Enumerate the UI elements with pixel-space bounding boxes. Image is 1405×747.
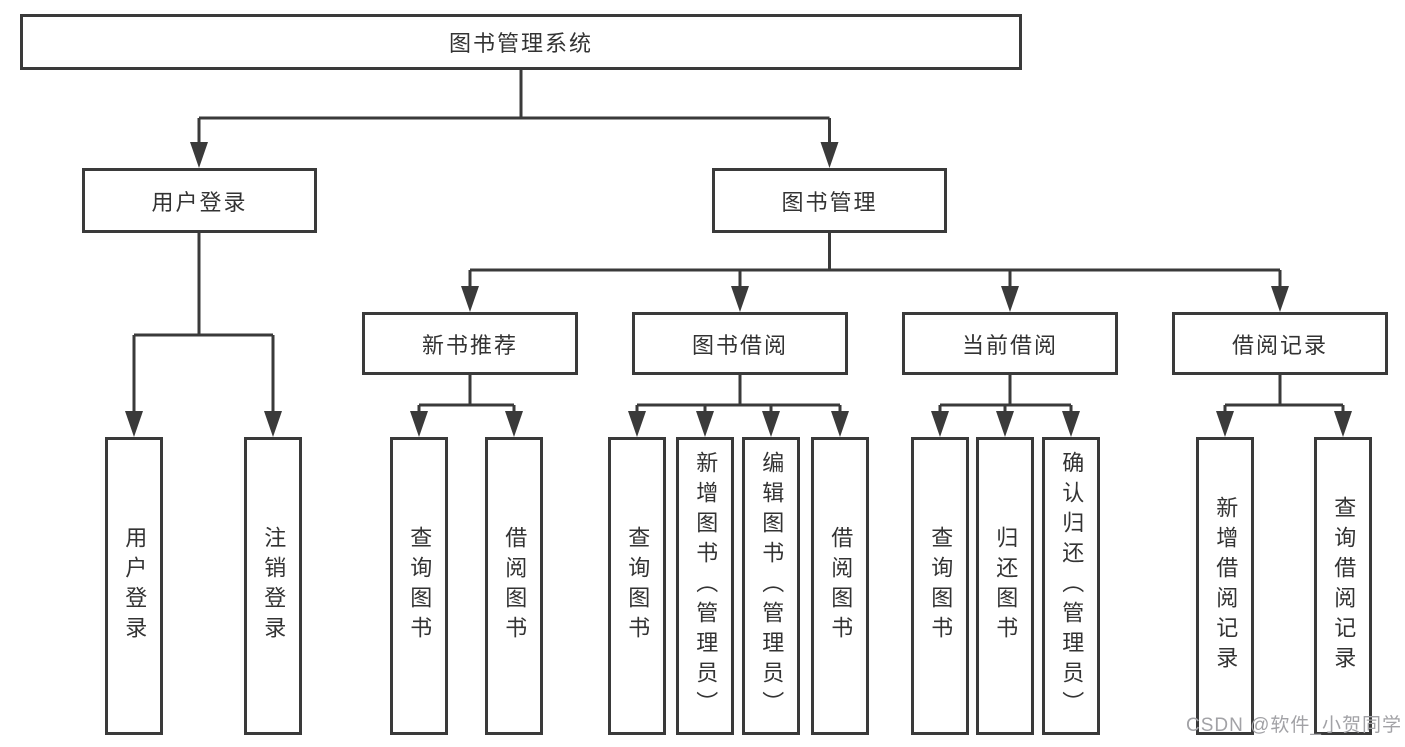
leaf-user-login: 用户登录 <box>105 437 163 735</box>
node-book-borrowing: 图书借阅 <box>632 312 848 375</box>
leaf-borrow-books-borrowing-label: 借阅图书 <box>828 526 854 646</box>
leaf-edit-book-admin-label: 编辑图书（管理员） <box>759 451 785 721</box>
csdn-watermark: CSDN @软件_小贺同学 <box>1186 715 1402 736</box>
node-user-login-label: 用户登录 <box>151 189 248 215</box>
leaf-query-borrow-record-label: 查询借阅记录 <box>1331 496 1357 676</box>
leaf-edit-book-admin: 编辑图书（管理员） <box>742 437 800 735</box>
node-library-system: 图书管理系统 <box>20 14 1022 70</box>
leaf-add-borrow-record-label: 新增借阅记录 <box>1213 496 1239 676</box>
node-new-book-recommend: 新书推荐 <box>362 312 578 375</box>
node-book-management: 图书管理 <box>712 168 947 233</box>
leaf-add-book-admin: 新增图书（管理员） <box>676 437 734 735</box>
node-current-borrowing: 当前借阅 <box>902 312 1118 375</box>
leaf-query-books-borrowing-label: 查询图书 <box>625 526 651 646</box>
node-library-system-label: 图书管理系统 <box>448 31 593 56</box>
leaf-return-books: 归还图书 <box>976 437 1034 735</box>
leaf-query-books-current-label: 查询图书 <box>928 526 954 646</box>
node-borrow-records: 借阅记录 <box>1172 312 1388 375</box>
leaf-add-book-admin-label: 新增图书（管理员） <box>693 451 719 721</box>
leaf-logout: 注销登录 <box>244 437 302 735</box>
leaf-borrow-books-recommend: 借阅图书 <box>485 437 543 735</box>
leaf-query-books-recommend: 查询图书 <box>390 437 448 735</box>
leaf-return-books-label: 归还图书 <box>993 526 1019 646</box>
node-user-login: 用户登录 <box>82 168 317 233</box>
leaf-query-books-borrowing: 查询图书 <box>608 437 666 735</box>
leaf-logout-label: 注销登录 <box>261 526 287 646</box>
leaf-query-books-recommend-label: 查询图书 <box>407 526 433 646</box>
leaf-user-login-label: 用户登录 <box>122 526 148 646</box>
leaf-borrow-books-borrowing: 借阅图书 <box>811 437 869 735</box>
node-borrow-records-label: 借阅记录 <box>1231 332 1328 358</box>
node-new-book-recommend-label: 新书推荐 <box>421 332 518 358</box>
leaf-query-books-current: 查询图书 <box>911 437 969 735</box>
node-current-borrowing-label: 当前借阅 <box>961 332 1058 358</box>
leaf-query-borrow-record: 查询借阅记录 <box>1314 437 1372 735</box>
arrowheads <box>125 142 1352 437</box>
leaf-borrow-books-recommend-label: 借阅图书 <box>502 526 528 646</box>
node-book-borrowing-label: 图书借阅 <box>691 332 788 358</box>
leaf-confirm-return-admin: 确认归还（管理员） <box>1042 437 1100 735</box>
leaf-confirm-return-admin-label: 确认归还（管理员） <box>1059 451 1085 721</box>
node-book-management-label: 图书管理 <box>781 189 878 215</box>
leaf-add-borrow-record: 新增借阅记录 <box>1196 437 1254 735</box>
